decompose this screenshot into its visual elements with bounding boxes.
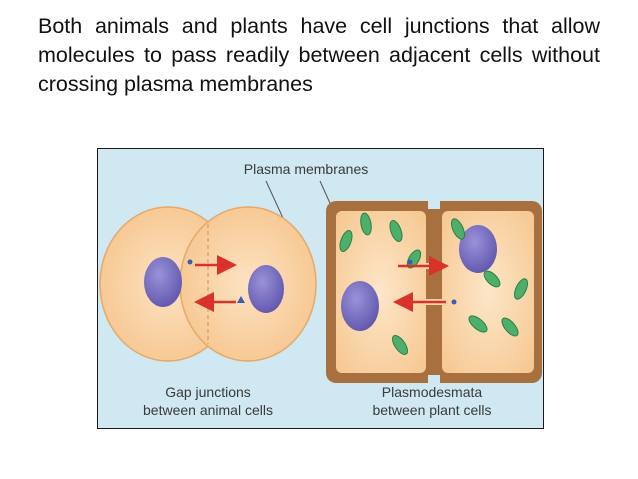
- chloroplast-icon: [514, 278, 528, 300]
- chloroplast-icon: [391, 335, 409, 355]
- plasma-membranes-label: Plasma membranes: [244, 161, 369, 177]
- slide-text: Both animals and plants have cell juncti…: [38, 14, 600, 96]
- molecule-dot-icon: [187, 259, 193, 265]
- plant-cell-left: [336, 211, 426, 373]
- animal-cells: [99, 206, 317, 362]
- molecule-dot-icon: [407, 259, 413, 265]
- animal-cell-right: [179, 206, 317, 362]
- chloroplast-icon: [451, 218, 465, 240]
- molecule-triangle-icon: [237, 296, 245, 303]
- chloroplast-icon: [389, 220, 403, 242]
- chloroplast-icon: [360, 212, 372, 236]
- nucleus-icon: [144, 257, 182, 307]
- cell-junctions-diagram: Plasma membranes: [99, 161, 542, 418]
- chloroplast-icon: [483, 270, 501, 288]
- nucleus-icon: [248, 265, 284, 313]
- wall-notch-top: [428, 193, 440, 209]
- chloroplast-icon: [339, 230, 353, 252]
- chloroplast-icon: [501, 317, 519, 337]
- chloroplast-icon: [468, 315, 488, 333]
- gap-junctions-sublabel: between animal cells: [143, 402, 273, 418]
- plasmodesmata-sublabel: between plant cells: [372, 402, 491, 418]
- plant-cells: [326, 193, 542, 391]
- cell-junctions-figure: Plasma membranes: [97, 148, 544, 429]
- molecule-dot-icon: [451, 299, 457, 305]
- wall-notch-bottom: [428, 375, 440, 391]
- gap-junctions-label: Gap junctions: [165, 384, 251, 400]
- nucleus-icon: [459, 225, 497, 273]
- nucleus-icon: [341, 281, 379, 331]
- plasmodesmata-label: Plasmodesmata: [382, 384, 483, 400]
